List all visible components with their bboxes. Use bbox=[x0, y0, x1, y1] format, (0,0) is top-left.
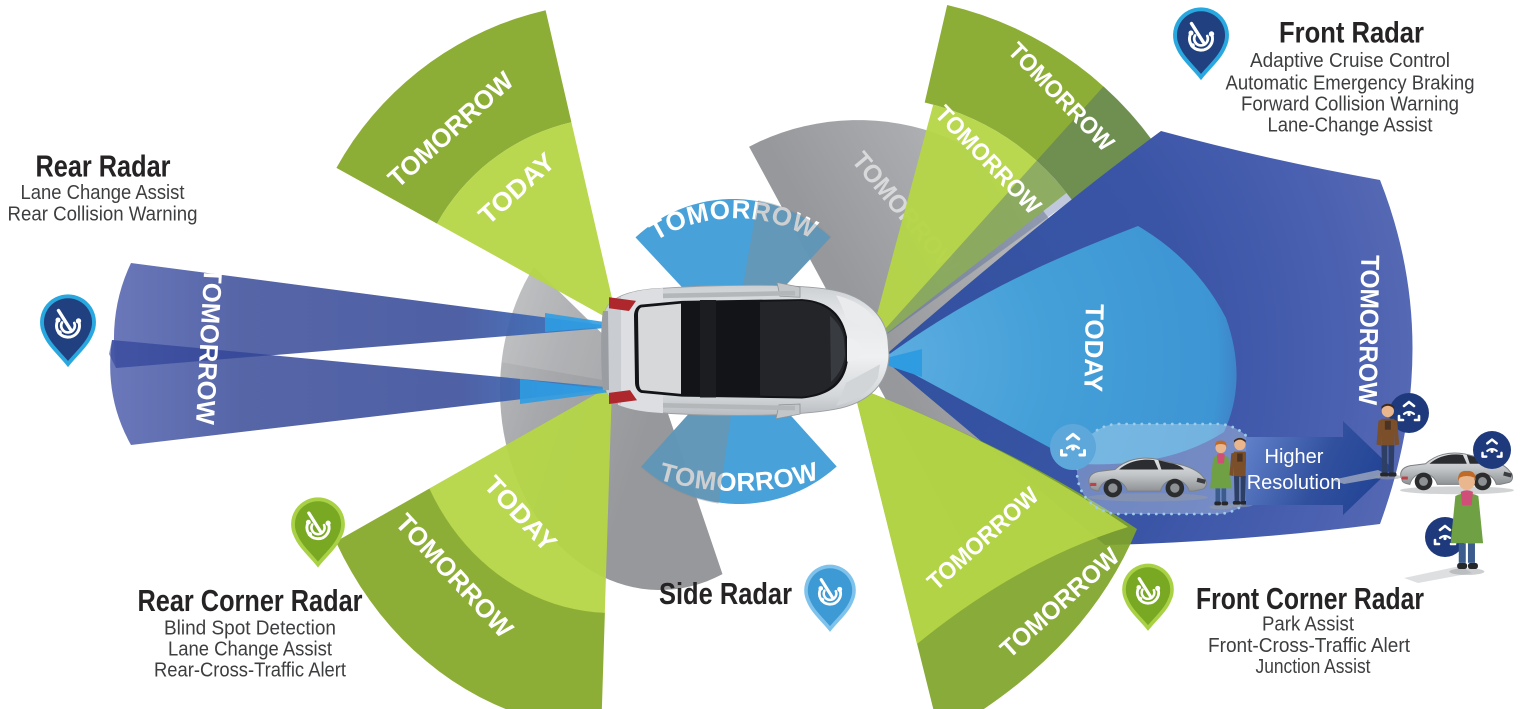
svg-text:Rear Corner Radar: Rear Corner Radar bbox=[138, 583, 363, 618]
svg-text:TOMORROW: TOMORROW bbox=[1353, 255, 1386, 406]
svg-text:Rear Radar: Rear Radar bbox=[36, 149, 171, 184]
svg-text:Resolution: Resolution bbox=[1247, 472, 1342, 494]
svg-text:Higher: Higher bbox=[1265, 446, 1324, 468]
svg-text:Front Radar: Front Radar bbox=[1279, 17, 1424, 50]
svg-text:Side Radar: Side Radar bbox=[659, 576, 792, 611]
svg-text:Adaptive Cruise Control: Adaptive Cruise Control bbox=[1250, 50, 1450, 72]
svg-text:Forward Collision Warning: Forward Collision Warning bbox=[1241, 94, 1459, 116]
svg-text:Lane-Change Assist: Lane-Change Assist bbox=[1268, 115, 1433, 137]
svg-text:TODAY: TODAY bbox=[1078, 304, 1110, 393]
svg-text:Junction Assist: Junction Assist bbox=[1256, 656, 1371, 678]
svg-text:Automatic Emergency Braking: Automatic Emergency Braking bbox=[1226, 73, 1475, 95]
svg-text:Front-Cross-Traffic Alert: Front-Cross-Traffic Alert bbox=[1208, 635, 1410, 657]
svg-text:Rear-Cross-Traffic Alert: Rear-Cross-Traffic Alert bbox=[154, 660, 346, 682]
svg-text:Rear Collision Warning: Rear Collision Warning bbox=[8, 204, 198, 226]
svg-text:Park Assist: Park Assist bbox=[1262, 614, 1354, 636]
svg-text:Front Corner Radar: Front Corner Radar bbox=[1196, 581, 1424, 616]
svg-text:Lane Change Assist: Lane Change Assist bbox=[21, 182, 185, 204]
svg-text:Lane Change Assist: Lane Change Assist bbox=[168, 639, 332, 661]
svg-text:Blind Spot Detection: Blind Spot Detection bbox=[164, 618, 336, 640]
